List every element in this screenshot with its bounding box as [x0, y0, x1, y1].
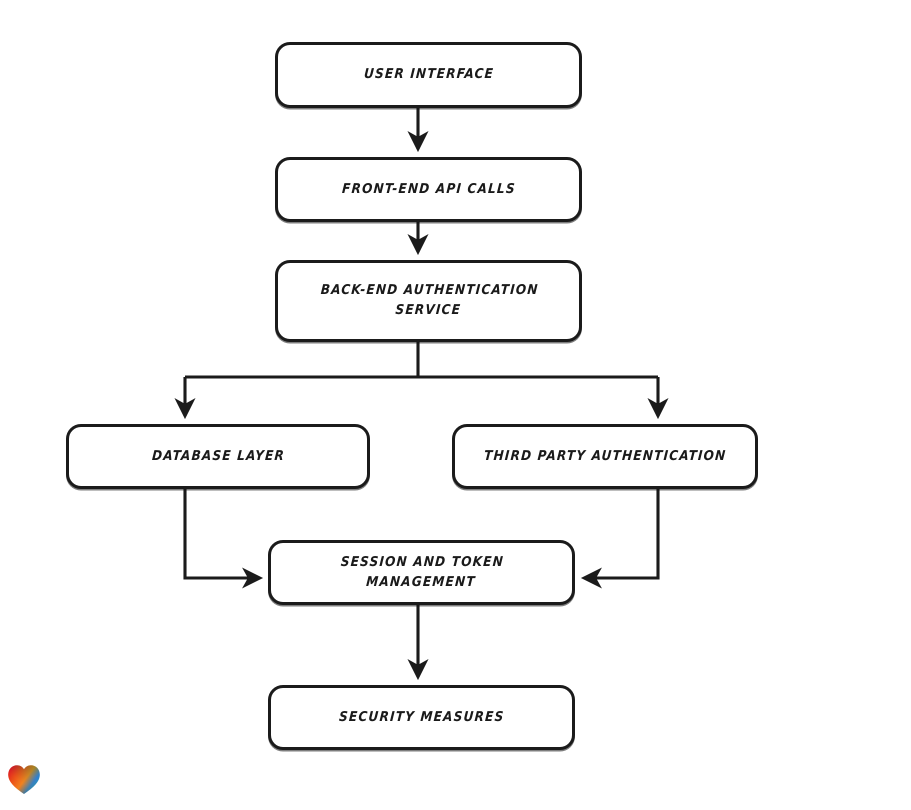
node-frontend-api-calls-label: Front-End API Calls — [341, 180, 516, 197]
node-frontend-api-calls[interactable]: Front-End API Calls — [275, 157, 582, 222]
node-security-measures[interactable]: Security Measures — [268, 685, 575, 750]
node-backend-auth[interactable]: Back-End Authentication Service — [275, 260, 582, 342]
node-backend-auth-label: Back-End Authentication Service — [319, 282, 539, 318]
node-security-measures-label: Security Measures — [338, 708, 505, 725]
node-user-interface[interactable]: User Interface — [275, 42, 582, 108]
node-database-layer[interactable]: Database Layer — [66, 424, 370, 489]
node-third-party-auth[interactable]: Third Party Authentication — [452, 424, 758, 489]
node-session-token[interactable]: Session and Token Management — [268, 540, 575, 605]
node-user-interface-label: User Interface — [363, 66, 495, 83]
edge-thirdparty-to-session — [580, 489, 660, 589]
node-third-party-auth-label: Third Party Authentication — [483, 447, 727, 464]
edge-database-to-session — [183, 489, 264, 589]
heart-icon — [8, 765, 40, 794]
node-session-token-label: Session and Token Management — [340, 553, 505, 590]
node-database-layer-label: Database Layer — [151, 447, 286, 464]
